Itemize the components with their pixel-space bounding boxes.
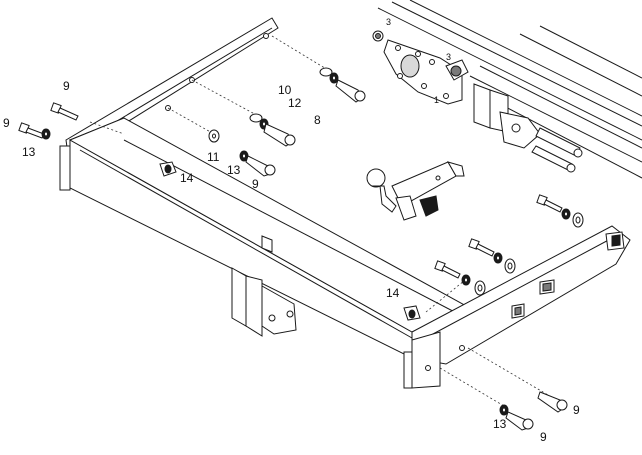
callout-11: 11 (207, 150, 220, 164)
callout-9: 9 (573, 403, 580, 417)
callout-13: 13 (22, 145, 36, 159)
bolt-set-upper (18, 67, 366, 177)
callout-10: 10 (278, 83, 292, 97)
callout-1: 1 (434, 95, 440, 105)
tow-ball-assembly (366, 161, 465, 221)
callout-9: 9 (63, 79, 70, 93)
callout-12: 12 (288, 96, 302, 110)
callout-14: 14 (386, 286, 400, 300)
callout-13: 13 (227, 163, 241, 177)
vehicle-side-bracket (473, 83, 583, 173)
vehicle-chassis-rail (377, 0, 642, 179)
callout-3: 3 (446, 52, 452, 62)
centre-mounting-bracket (231, 235, 297, 337)
callout-9: 9 (3, 116, 10, 130)
callout-8: 8 (314, 113, 321, 127)
callout-3: 3 (386, 17, 392, 27)
right-side-plate (403, 225, 631, 389)
bolt-set-right (403, 194, 584, 321)
bolt-set-bottom (499, 391, 568, 431)
callout-14: 14 (180, 171, 194, 185)
callout-13: 13 (493, 417, 507, 431)
callout-9: 9 (252, 177, 259, 191)
vehicle-mounting-plate (372, 30, 469, 105)
assembly-guide-lines (89, 35, 561, 407)
callout-9: 9 (540, 430, 547, 444)
